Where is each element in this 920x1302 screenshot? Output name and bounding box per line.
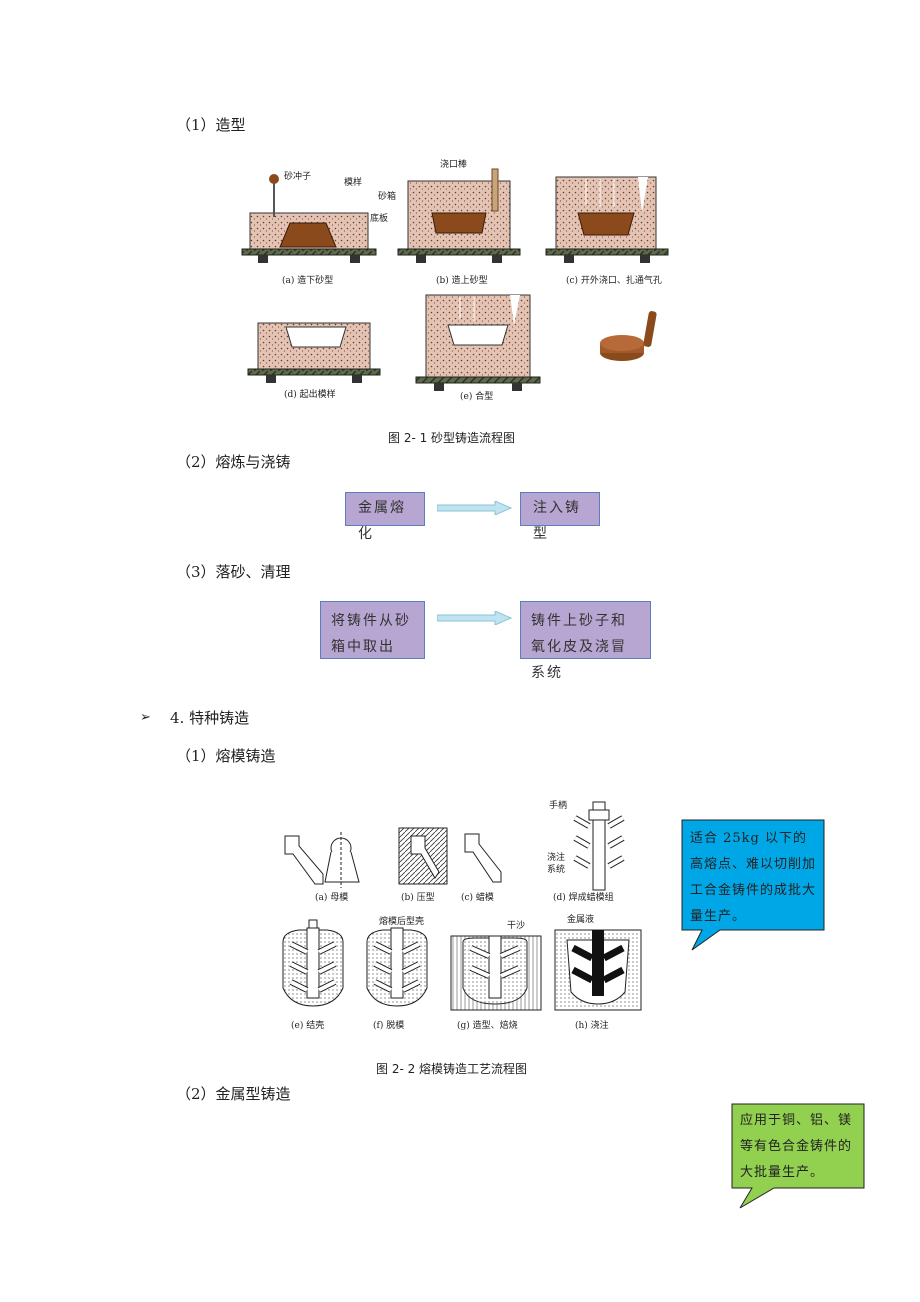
- figure-caption-sand-casting: 图 2- 1 砂型铸造流程图: [388, 431, 516, 445]
- label-dry-sand: 干沙: [507, 920, 525, 931]
- section-heading-special-casting: 4. 特种铸造: [170, 709, 250, 727]
- step-a-master-pattern: (a) 母模: [284, 832, 360, 903]
- step-f-dewax: 熔模后型壳 (f) 脱模: [366, 915, 428, 1031]
- caption-c2: (c) 蜡模: [461, 891, 494, 903]
- flow-box-remove: 将铸件从砂箱中取出: [320, 601, 425, 659]
- label-sprue-pin: 浇口棒: [440, 158, 467, 170]
- label-shell: 熔模后型壳: [379, 915, 424, 927]
- flow-box-clean: 铸件上砂子和氧化皮及浇冒系统: [520, 601, 651, 681]
- caption-f2: (f) 脱模: [373, 1019, 404, 1031]
- step-c-wax-pattern: (c) 蜡模: [461, 833, 502, 903]
- caption-g2: (g) 造型、焙烧: [457, 1019, 518, 1031]
- caption-b: (b) 造上砂型: [436, 274, 488, 286]
- callout-blue-shape: [681, 819, 825, 951]
- callout-blue-text: 适合 25kg 以下的高熔点、难以切削加工合金铸件的成批大量生产。: [690, 831, 817, 924]
- section-heading-molding: （1）造型: [176, 116, 246, 134]
- label-flask: 砂箱: [378, 190, 396, 202]
- step-d-remove-pattern: (d) 起出模样: [247, 322, 381, 400]
- investment-casting-figure: (a) 母模 (b) 压型 (c) 蜡模 手柄 浇注 系统 (d) 焊成蜡模组 …: [282, 799, 642, 1031]
- label-gating: 浇注: [547, 851, 565, 863]
- section-heading-shakeout: （3）落砂、清理: [176, 563, 291, 581]
- step-d-wax-cluster: 手柄 浇注 系统 (d) 焊成蜡模组: [547, 799, 625, 903]
- step-g-bake: 干沙 (g) 造型、焙烧: [450, 920, 542, 1031]
- label-pattern: 模样: [344, 176, 362, 188]
- caption-a2: (a) 母模: [315, 892, 348, 903]
- callout-green-text: 应用于铜、铝、镁等有色合金铸件的大批量生产。: [740, 1113, 853, 1180]
- caption-a: (a) 造下砂型: [282, 274, 333, 286]
- caption-b2: (b) 压型: [401, 892, 435, 903]
- flow-box-melt: 金属熔化: [345, 492, 425, 542]
- rammer-tool-icon: [600, 311, 657, 361]
- step-e-close-mold: (e) 合型: [415, 294, 541, 402]
- figure-caption-investment: 图 2- 2 熔模铸造工艺流程图: [376, 1062, 528, 1076]
- flow-arrow-1: [437, 501, 513, 515]
- caption-c: (c) 开外浇口、扎通气孔: [566, 274, 662, 286]
- flow-box-pour: 注入铸型: [520, 492, 600, 542]
- step-e-shell: (e) 结壳: [282, 919, 344, 1031]
- label-metal: 金属液: [567, 913, 594, 925]
- caption-h2: (h) 浇注: [575, 1019, 609, 1031]
- label-gating-system: 系统: [547, 863, 565, 875]
- step-h-pour: 金属液 (h) 浇注: [554, 913, 642, 1031]
- caption-d: (d) 起出模样: [284, 388, 336, 400]
- sand-casting-figure: 砂冲子 模样 砂箱 底板 (a) 造下砂型 浇口棒 (b) 造上砂型 (c) 开…: [241, 158, 669, 402]
- flow-arrow-2: [437, 611, 513, 625]
- label-bottom-board: 底板: [370, 212, 388, 224]
- section-heading-melting: （2）熔炼与浇铸: [176, 453, 291, 471]
- step-b-die: (b) 压型: [398, 827, 448, 903]
- step-c-vents: (c) 开外浇口、扎通气孔: [545, 176, 669, 286]
- caption-e: (e) 合型: [460, 390, 493, 402]
- step-a-lower-mold: 砂冲子 模样 砂箱 底板 (a) 造下砂型: [241, 170, 396, 286]
- caption-d2: (d) 焊成蜡模组: [553, 891, 614, 903]
- section-heading-investment: （1）熔模铸造: [176, 747, 276, 765]
- caption-e2: (e) 结壳: [291, 1019, 324, 1031]
- section-heading-metal-mold: （2）金属型铸造: [176, 1085, 291, 1103]
- label-handle: 手柄: [549, 799, 567, 811]
- bullet-arrow-icon: ➢: [140, 710, 151, 725]
- step-b-upper-mold: 浇口棒 (b) 造上砂型: [397, 158, 521, 286]
- label-sand-rammer: 砂冲子: [284, 170, 311, 182]
- callout-green-shape: [731, 1103, 865, 1209]
